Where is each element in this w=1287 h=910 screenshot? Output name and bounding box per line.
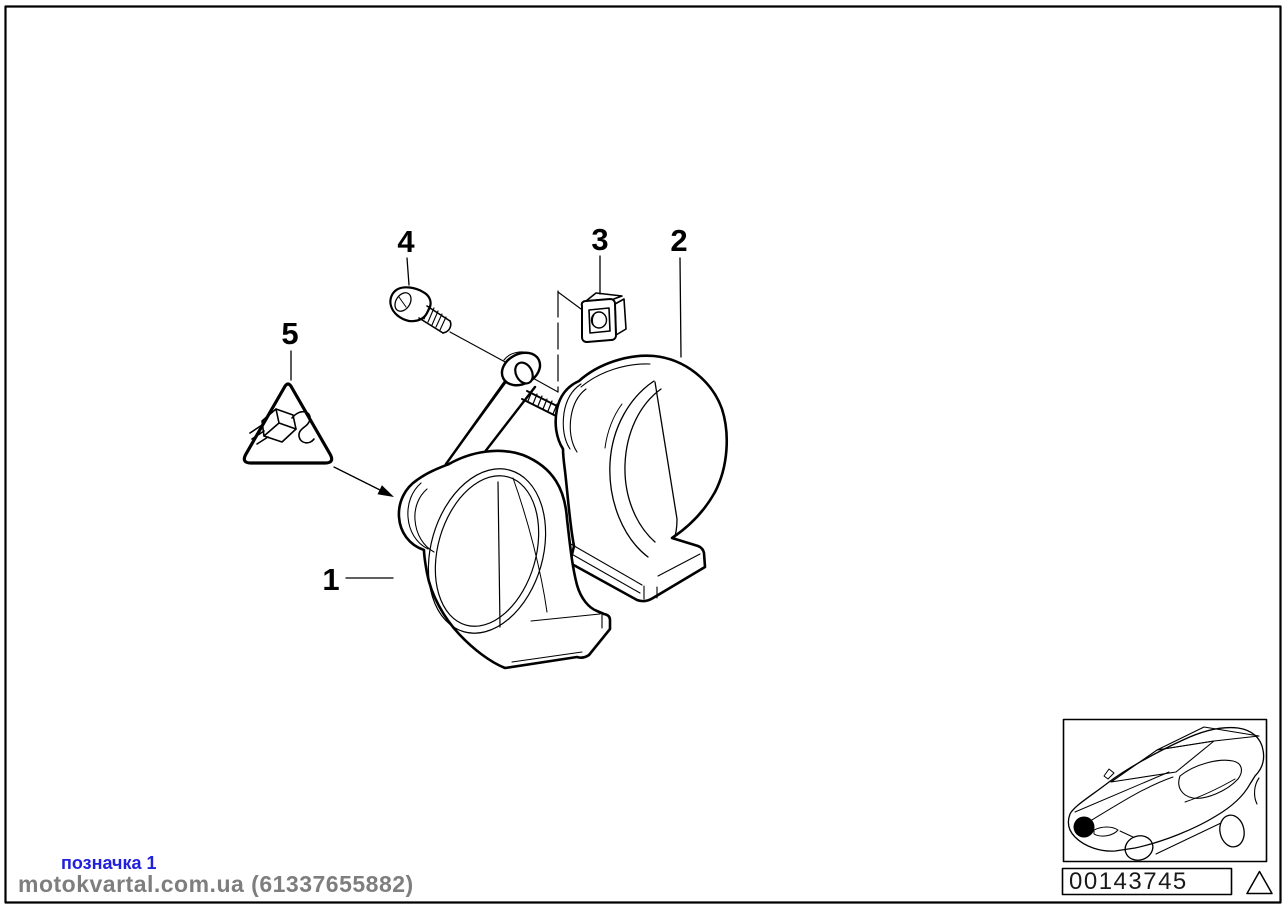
part-number-frame [1061,867,1233,896]
car-mirror [1103,768,1115,780]
car-thumbnail-frame [1062,718,1268,863]
callout-4-label: 4 [397,224,415,259]
callout-2-label: 2 [670,223,687,258]
car-location-thumbnail [1062,718,1268,863]
clip-nut-drawing [580,292,627,343]
watermark-note: позначка 1 [61,853,157,873]
screw-drawing [389,286,452,334]
callout-1-label: 1 [322,562,339,597]
callout-3-label: 3 [591,222,608,257]
warning-triangle-icon [1246,870,1273,895]
part-number-text: 00143745 [1069,868,1188,895]
callout-1: 1 [322,562,394,597]
part-number-box: 00143745 [1061,867,1233,896]
plug-icon [249,408,315,445]
callout-5-label: 5 [281,316,298,351]
callout-2: 2 [670,223,688,358]
warning-triangle-plug-icon [242,382,334,465]
callout-4-leader [406,257,410,286]
car-sketch [1067,726,1265,861]
horn-1-drawing [397,449,612,670]
callout-2-leader [679,257,682,358]
horn-1-foot-detail [511,613,603,663]
bracket-arm-drawing [444,351,542,466]
watermark-site: motokvartal.com.ua (61337655882) [18,871,414,897]
page-border [4,5,1282,904]
pointer-arrow-icon [333,466,394,497]
callout-3: 3 [591,222,609,295]
assembly-axis-lines [449,290,582,393]
callout-5: 5 [281,316,299,381]
horn-2-foot-detail [567,542,701,600]
callout-4: 4 [397,224,415,286]
horn-2-drawing [554,354,729,603]
horn-location-dot [1073,816,1095,838]
